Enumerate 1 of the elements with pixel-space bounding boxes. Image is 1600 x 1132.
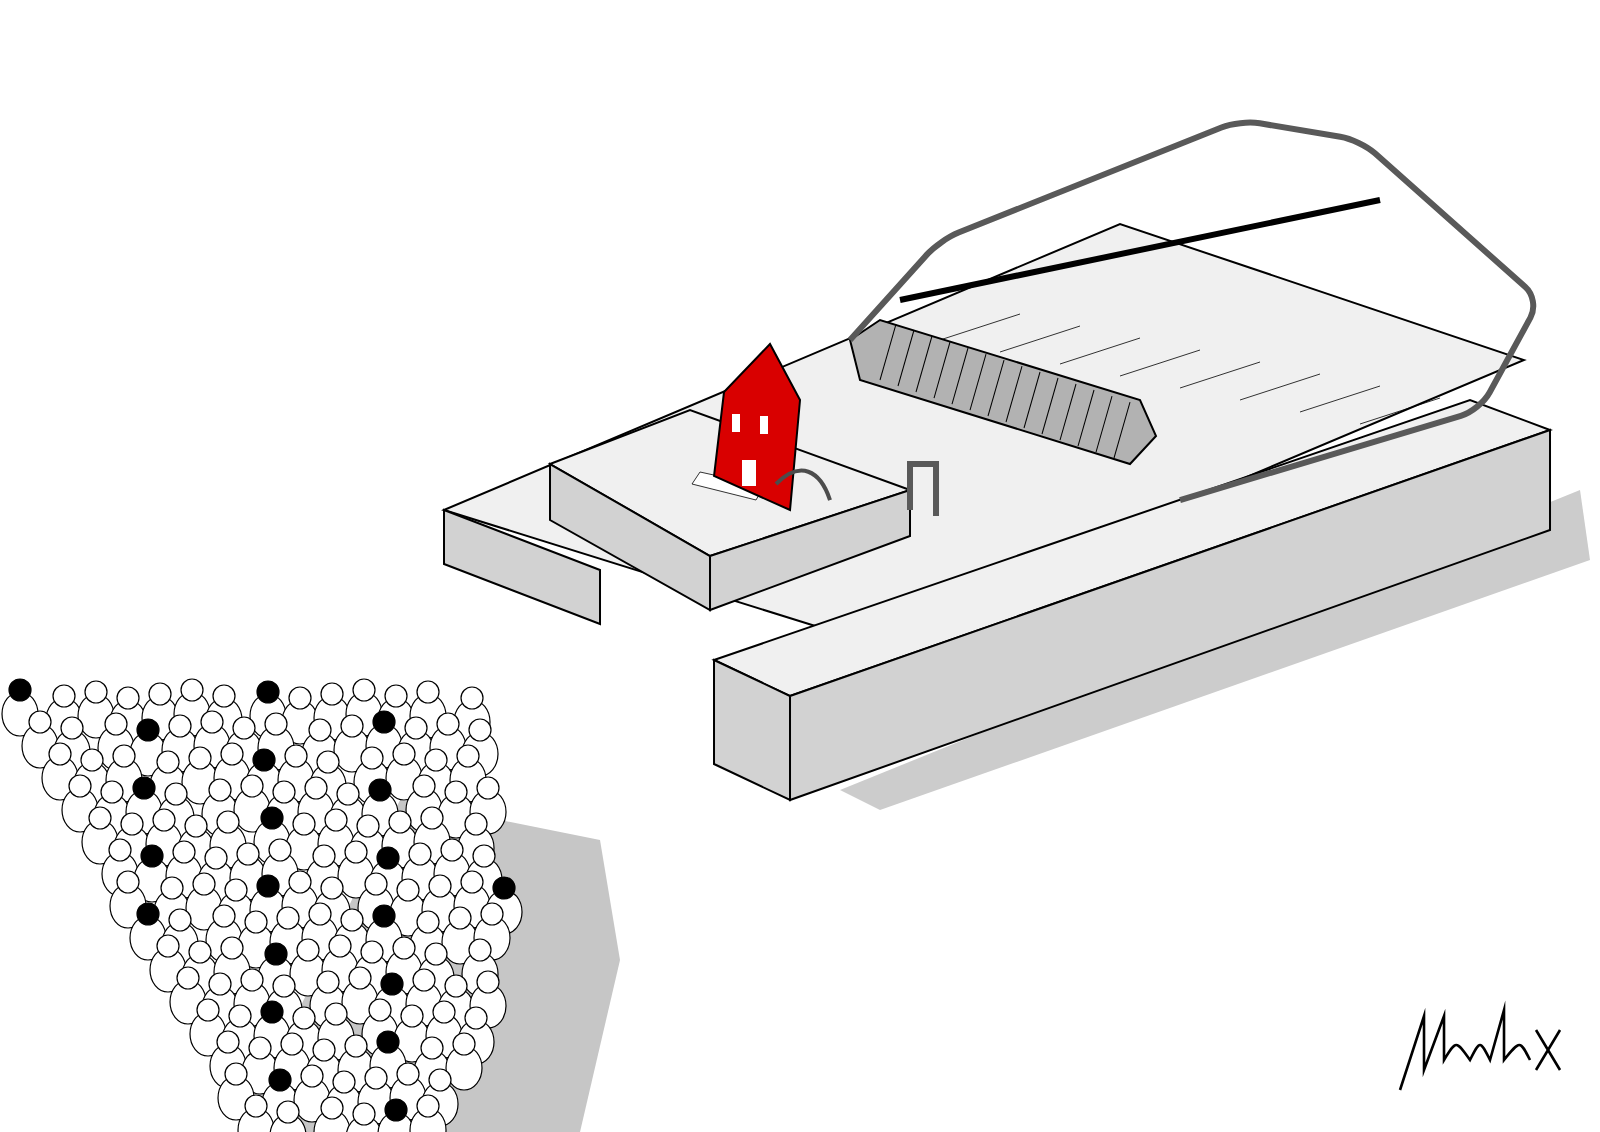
crowd-drawing [1, 678, 620, 1132]
